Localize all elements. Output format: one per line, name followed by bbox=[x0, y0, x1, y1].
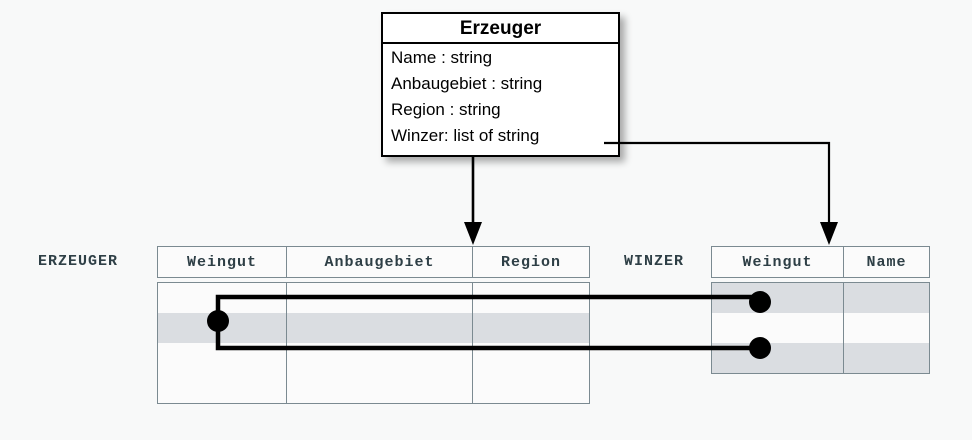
uml-attribute: Winzer: list of string bbox=[391, 126, 540, 145]
table-cell bbox=[287, 343, 473, 373]
column-header-anbaugebiet: Anbaugebiet bbox=[287, 247, 473, 277]
uml-class-erzeuger: Erzeuger Name : string Anbaugebiet : str… bbox=[381, 12, 620, 157]
table-cell bbox=[287, 373, 473, 403]
mapping-arrow-winzer bbox=[604, 141, 838, 245]
column-header-name: Name bbox=[866, 253, 907, 271]
table-cell bbox=[473, 313, 589, 343]
table-cell bbox=[158, 283, 287, 313]
uml-attribute: Name : string bbox=[391, 48, 493, 67]
table-row bbox=[158, 373, 589, 403]
uml-attribute: Anbaugebiet : string bbox=[391, 74, 543, 93]
table-cell bbox=[473, 283, 589, 313]
table-cell bbox=[473, 373, 589, 403]
table-row bbox=[158, 343, 589, 373]
table-erzeuger: Weingut Anbaugebiet Region bbox=[157, 246, 590, 404]
table-cell bbox=[158, 313, 287, 343]
table-cell bbox=[158, 373, 287, 403]
column-header-region: Region bbox=[500, 253, 561, 271]
table-cell bbox=[844, 343, 929, 373]
table-row-highlighted bbox=[158, 313, 589, 343]
table-header-row: Weingut Name bbox=[711, 246, 930, 278]
table-cell bbox=[712, 343, 844, 373]
table-winzer: Weingut Name bbox=[711, 246, 930, 374]
table-cell bbox=[473, 343, 589, 373]
uml-attribute: Region : string bbox=[391, 100, 501, 119]
table-cell bbox=[712, 283, 844, 313]
table-body bbox=[157, 282, 590, 404]
table-row bbox=[712, 313, 929, 343]
table-cell bbox=[712, 313, 844, 343]
table-body bbox=[711, 282, 930, 374]
table-cell bbox=[844, 283, 929, 313]
mapping-arrow-erzeuger bbox=[464, 157, 482, 245]
column-header-weingut: Weingut bbox=[158, 247, 287, 277]
uml-class-name: Erzeuger bbox=[383, 14, 618, 44]
table-cell bbox=[844, 313, 929, 343]
table-row-highlighted bbox=[712, 283, 929, 313]
table-row bbox=[158, 283, 589, 313]
table-header-row: Weingut Anbaugebiet Region bbox=[157, 246, 590, 278]
table-cell bbox=[287, 313, 473, 343]
table-label-erzeuger: ERZEUGER bbox=[38, 253, 119, 270]
table-row-highlighted bbox=[712, 343, 929, 373]
table-cell bbox=[158, 343, 287, 373]
uml-attribute-list: Name : string Anbaugebiet : string Regio… bbox=[383, 44, 618, 149]
column-header-weingut: Weingut bbox=[712, 247, 844, 277]
table-cell bbox=[287, 283, 473, 313]
table-label-winzer: WINZER bbox=[624, 253, 685, 270]
